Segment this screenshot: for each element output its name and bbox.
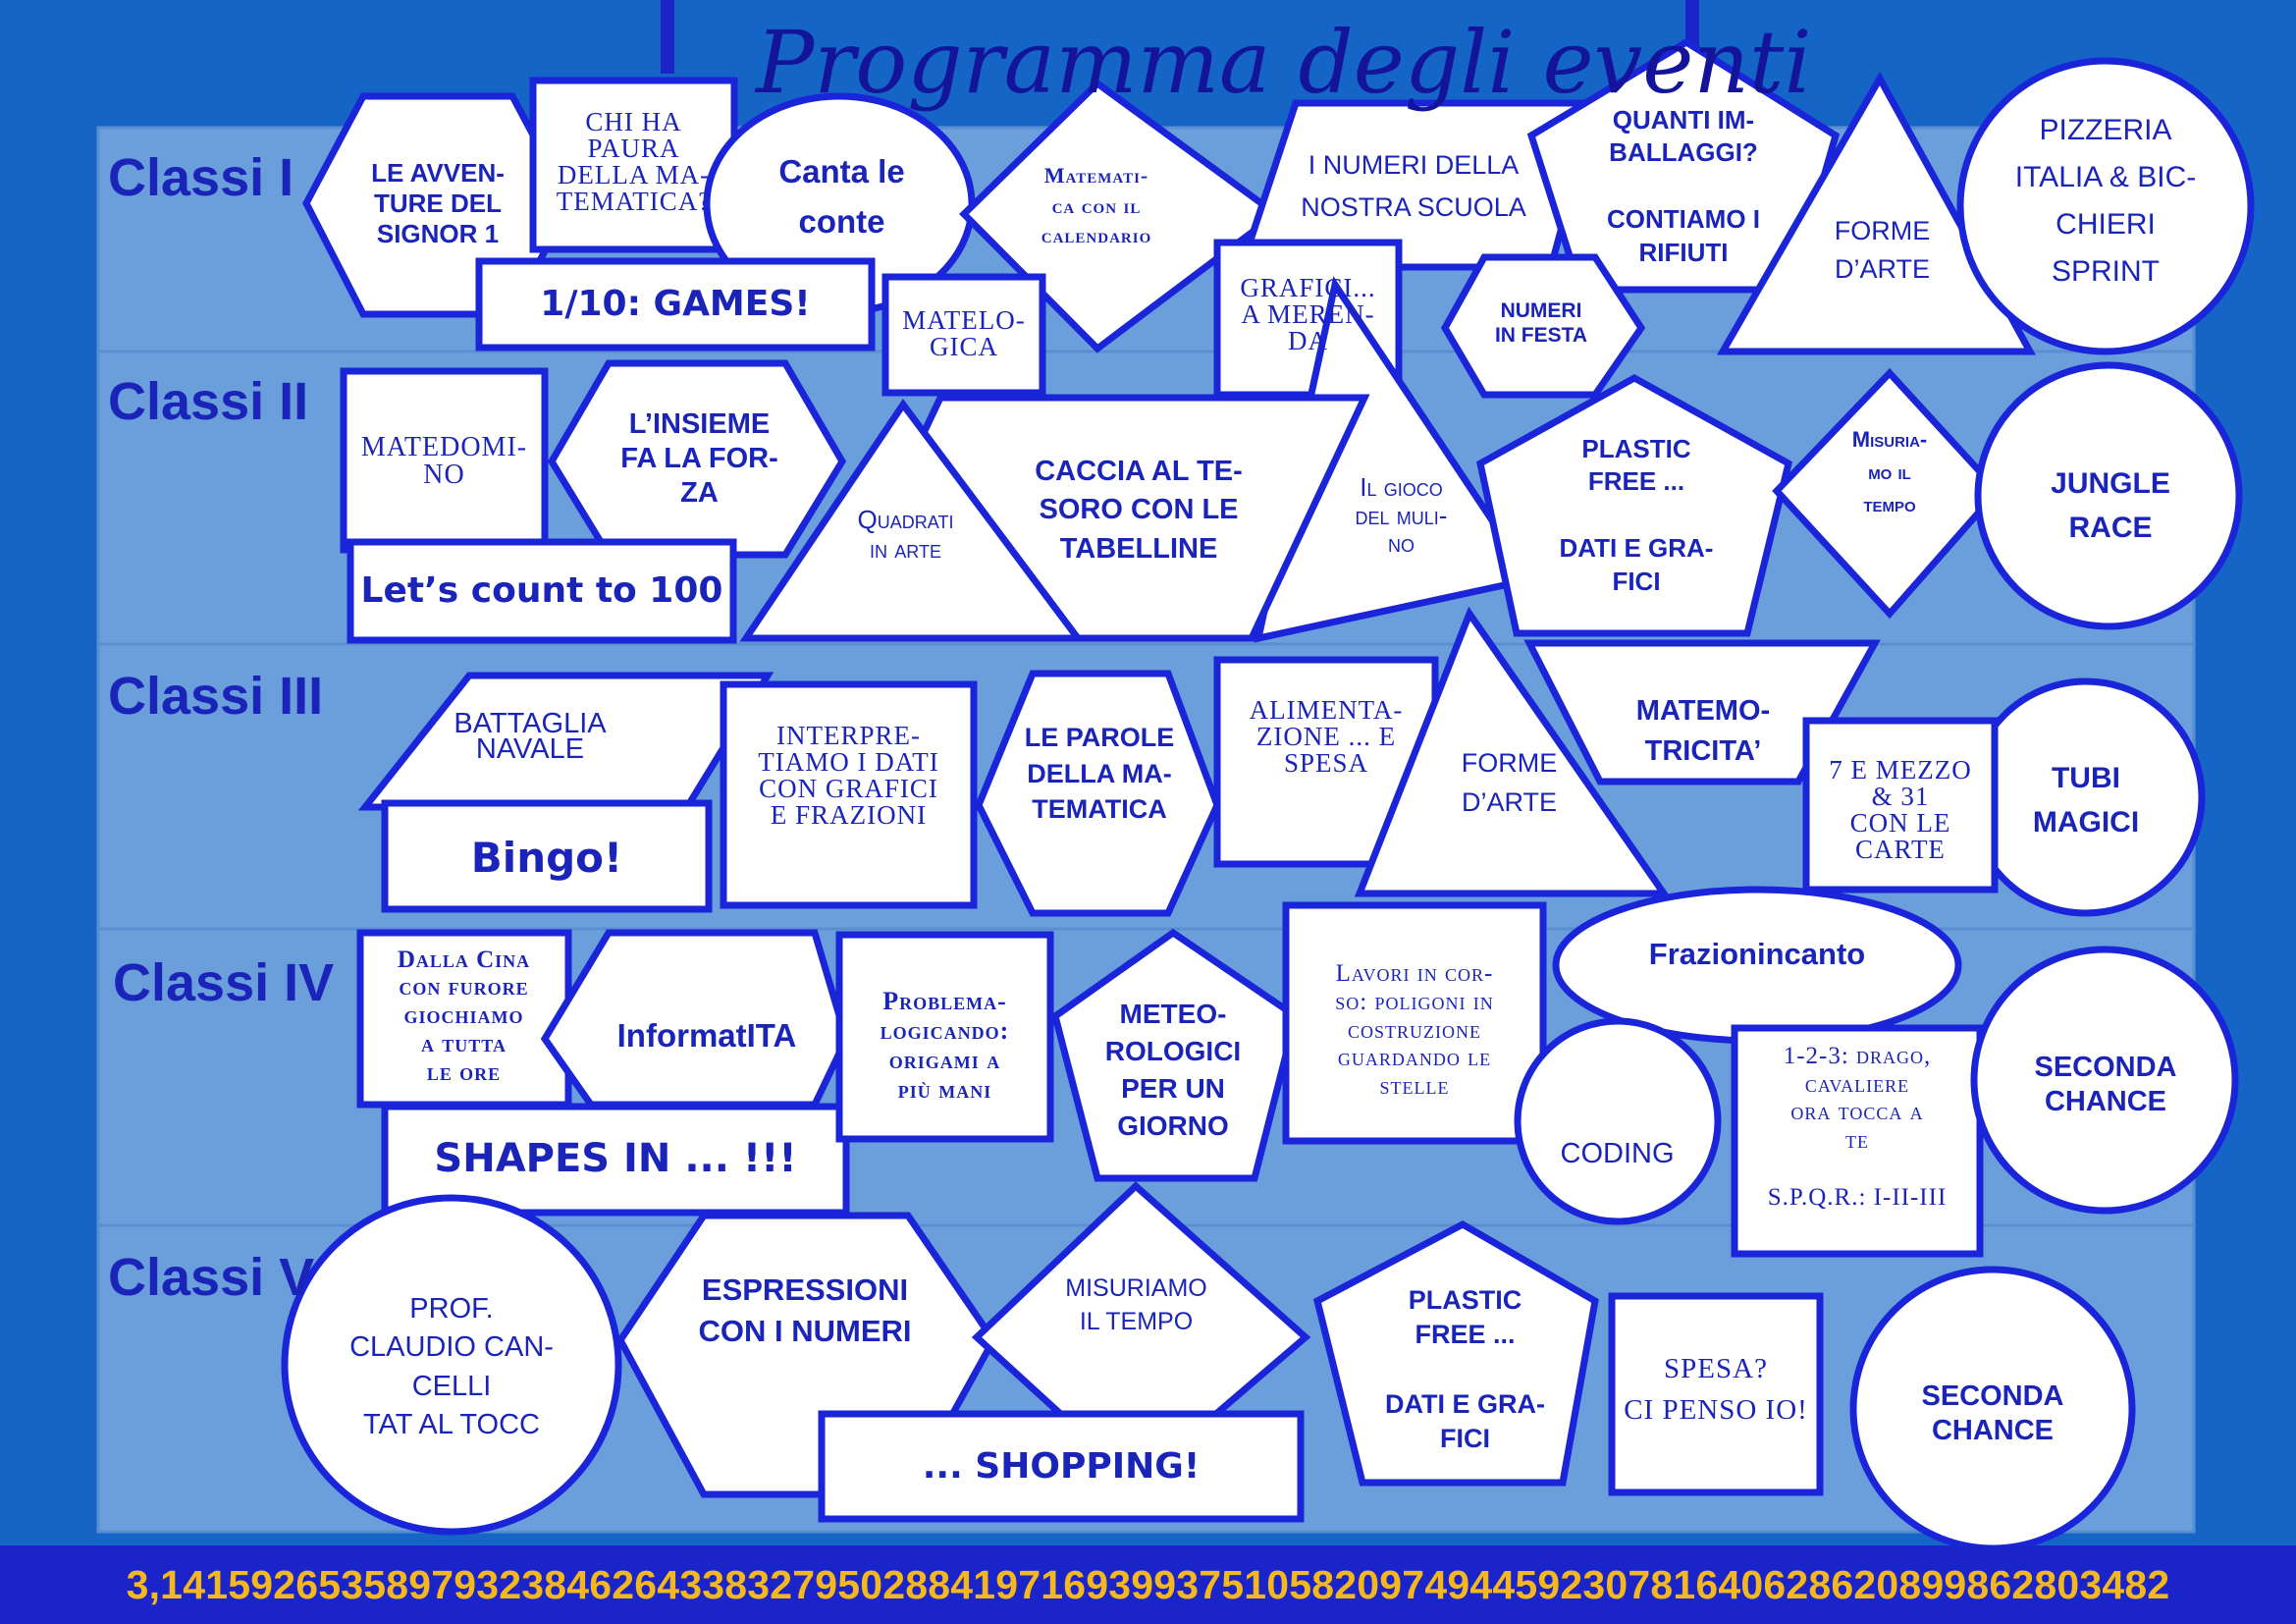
event-c5-seconda: SECONDA CHANCE [1921, 1380, 2064, 1446]
row-label-classi-4: Classi IV [113, 953, 335, 1012]
row-label-classi-1: Classi I [108, 148, 294, 207]
event-c2-plastic: PLASTIC FREE ... DATI E GRA- FICI [1559, 433, 1714, 596]
event-c4-coding: CODING [1560, 1137, 1675, 1169]
event-c1-canta: Canta le conte [778, 152, 905, 240]
event-c5-spesa: SPESA? CI PENSO IO! [1624, 1352, 1808, 1426]
event-c2-matedomino: MATEDOMI- NO [360, 432, 528, 490]
event-c3-battaglia: BATTAGLIA NAVALE [454, 707, 607, 765]
event-c3-bingo: Bingo! [470, 834, 623, 883]
shape-c4-coding [1514, 1017, 1722, 1225]
event-c1-games: 1/10: GAMES! [540, 283, 811, 324]
shape-c2-plastic [1476, 373, 1793, 637]
event-c3-matemotricita: MATEMO- TRICITA’ [1635, 695, 1771, 767]
event-c4-problemalogicando: Problema- logicando: origami a più mani [880, 987, 1010, 1104]
event-c1-imballaggi: QUANTI IM- BALLAGGI? CONTIAMO I RIFIUTI [1607, 104, 1760, 267]
event-c3-tubi: TUBI MAGICI [2032, 762, 2140, 839]
event-c4-meteo: METEO- ROLOGICI PER UN GIORNO [1104, 999, 1242, 1141]
event-c1-numeri-scuola: I NUMERI DELLA NOSTRA SCUOLA [1301, 149, 1526, 222]
shape-c2-misuriamo [1772, 367, 2002, 620]
event-c2-insieme: L’INSIEME FA LA FOR- ZA [620, 408, 778, 509]
event-c5-misuriamo: MISURIAMO IL TEMPO [1065, 1274, 1207, 1335]
shape-c4-lavori [1282, 901, 1547, 1145]
page-title: Programma degli eventi [756, 12, 1812, 113]
row-label-classi-2: Classi II [108, 372, 309, 431]
pi-digits: 3,14159265358979323846264338327950288419… [126, 1561, 2170, 1607]
shape-c2-count [347, 538, 737, 644]
shape-c1-forme [1716, 71, 2036, 355]
event-c3-parole: LE PAROLE DELLA MA- TEMATICA [1024, 723, 1175, 825]
event-c4-frazionincanto: Frazionincanto [1648, 937, 1866, 972]
shape-c3-settemezzo [1802, 717, 1999, 893]
shape-c1-paura [529, 77, 738, 253]
shape-c2-insieme [547, 359, 847, 559]
shape-c5-prof [281, 1194, 622, 1536]
event-c3-forme: FORME D’ARTE [1461, 748, 1558, 817]
event-c4-shapes: SHAPES IN ... !!! [434, 1136, 797, 1182]
row-label-classi-3: Classi III [108, 667, 324, 726]
pi-footer: 3,14159265358979323846264338327950288419… [0, 1545, 2296, 1624]
event-c2-caccia: CACCIA AL TE- SORO CON LE TABELLINE [1035, 456, 1243, 565]
event-c1-calendario: Matemati- ca con il calendario [1041, 162, 1152, 248]
event-c5-plastic: PLASTIC FREE ... DATI E GRA- FICI [1385, 1285, 1545, 1453]
event-c4-lavori: Lavori in cor- so: poligoni in costruzio… [1335, 960, 1494, 1101]
event-c5-prof: PROF. CLAUDIO CAN- CELLI TAT AL TOCC [349, 1293, 554, 1440]
shape-c1-games [475, 257, 876, 352]
event-c2-count: Let’s count to 100 [360, 570, 723, 612]
shape-c2-quadrati [739, 398, 1085, 642]
event-c4-drago: 1-2-3: drago, cavaliere ora tocca a te S… [1767, 1042, 1948, 1211]
event-c1-numeri-festa: NUMERI IN FESTA [1494, 299, 1588, 347]
event-c3-settemezzo: 7 E MEZZO & 31 CON LE CARTE [1829, 755, 1972, 864]
event-c1-grafici: GRAFICI... A MEREN- DA [1240, 272, 1376, 355]
event-c1-pizzeria: PIZZERIA ITALIA & BIC- CHIERI SPRINT [2014, 114, 2197, 288]
shape-c2-matedomino [340, 367, 549, 554]
shape-c4-meteo [1051, 928, 1300, 1182]
event-c2-misuriamo: Misuria- mo il tempo [1851, 426, 1928, 516]
shape-c4-seconda [1970, 946, 2239, 1215]
shape-c4-shapes [381, 1103, 850, 1217]
event-c1-avventure: LE AVVEN- TURE DEL SIGNOR 1 [371, 158, 505, 248]
shape-c3-interpretiamo [720, 680, 978, 909]
event-c1-forme: FORME D’ARTE [1834, 215, 1931, 284]
row-label-classi-5: Classi V [108, 1248, 315, 1307]
shape-c3-matemotricita [1523, 639, 1881, 785]
event-c5-shopping: ... SHOPPING! [922, 1445, 1201, 1487]
shape-c3-bingo [381, 799, 713, 913]
shape-c5-plastic [1312, 1220, 1599, 1487]
event-c2-jungle: JUNGLE RACE [2051, 467, 2170, 544]
event-c4-seconda: SECONDA CHANCE [2034, 1052, 2177, 1117]
event-c3-interpretiamo: INTERPRE- TIAMO I DATI CON GRAFICI E FRA… [758, 721, 939, 830]
shape-c1-pizzeria [1956, 57, 2255, 355]
top-bar-left [661, 0, 674, 74]
shape-c1-matelogica [881, 273, 1046, 397]
shape-c3-parole [975, 670, 1221, 917]
shape-c2-jungle [1974, 361, 2243, 630]
event-c3-alimentazione: ALIMENTA- ZIONE ... E SPESA [1249, 694, 1404, 778]
shape-c1-imballaggi [1526, 37, 1841, 294]
shape-c5-shopping [818, 1410, 1305, 1523]
shape-c3-forme [1354, 606, 1671, 897]
event-c2-mulino: Il gioco del muli- no [1355, 472, 1448, 559]
event-c5-espressioni: ESPRESSIONI CON I NUMERI [698, 1272, 912, 1348]
event-c1-paura: CHI HA PAURA DELLA MA- TEMATICA? [556, 107, 712, 216]
shape-c5-spesa [1608, 1292, 1824, 1496]
shape-c4-drago [1731, 1024, 1984, 1258]
shape-c4-problemalogicando [835, 931, 1054, 1143]
event-c1-matelogica: MATELO- GICA [902, 305, 1026, 361]
event-c4-cina: Dalla Cina con furore giochiamo a tutta … [397, 946, 531, 1086]
shape-c1-numeri-festa [1440, 253, 1646, 399]
event-c4-informatita: InformatITA [616, 1016, 797, 1054]
event-c2-quadrati: Quadrati in arte [857, 505, 954, 564]
